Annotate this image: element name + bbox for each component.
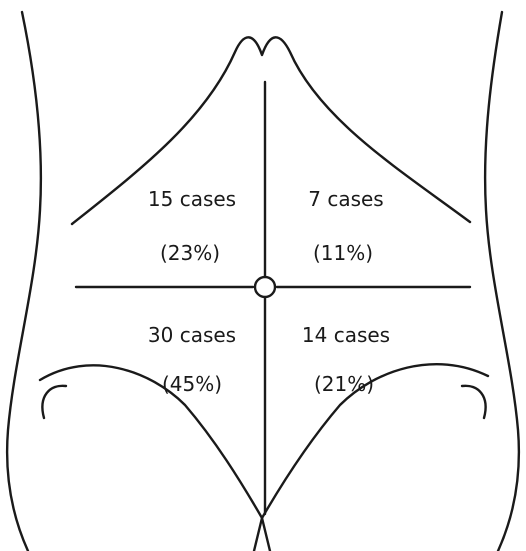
lower-right-quadrant-percent: (45%): [162, 372, 222, 396]
lower-left-quadrant-percent: (21%): [314, 372, 374, 396]
upper-right-quadrant-cases: 15 cases: [148, 187, 236, 211]
torso-left-outline: [7, 12, 41, 551]
umbilicus-circle: [255, 277, 275, 297]
lower-right-quadrant-cases: 30 cases: [148, 323, 236, 347]
right-iliac-arc: [462, 386, 486, 418]
groin-outline: [254, 518, 270, 551]
left-iliac-arc: [42, 386, 66, 418]
upper-right-quadrant-percent: (23%): [160, 241, 220, 265]
lower-left-quadrant-cases: 14 cases: [302, 323, 390, 347]
upper-left-quadrant-percent: (11%): [313, 241, 373, 265]
torso-right-outline: [485, 12, 519, 551]
costal-margin-outline: [72, 37, 470, 224]
upper-left-quadrant-cases: 7 cases: [308, 187, 383, 211]
